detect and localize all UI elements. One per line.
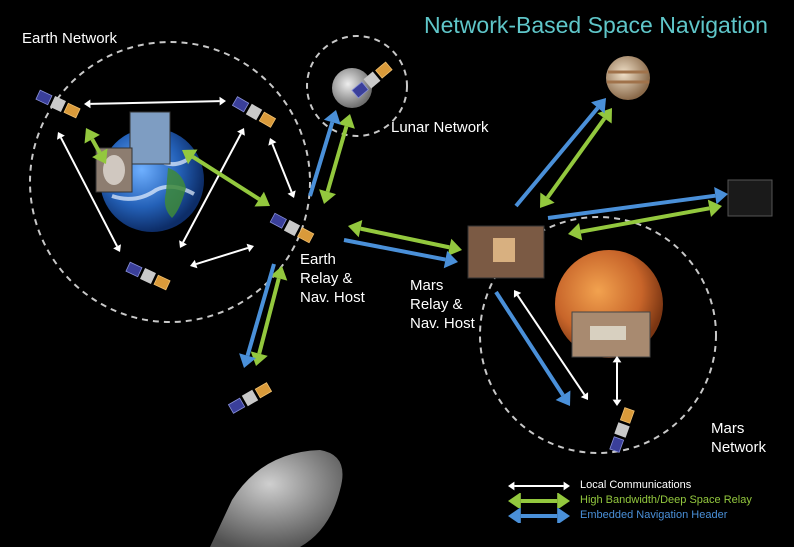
mars-host-line1: Mars	[410, 277, 444, 294]
earth-host-line2: Relay &	[300, 270, 353, 287]
legend-arrow-nav	[508, 508, 570, 523]
arrow-relay-5	[540, 108, 612, 208]
mars-network-label: Mars Network	[711, 419, 766, 457]
satellite-earth-relay	[269, 212, 315, 244]
legend-label-nav: Embedded Navigation Header	[580, 509, 728, 521]
legend-arrow-shape-local	[508, 481, 570, 491]
legend-swatch-relay	[508, 493, 570, 508]
mars-network-ring	[479, 216, 717, 454]
arrow-local-6	[513, 290, 589, 400]
arrow-local-5	[190, 243, 254, 269]
arrow-local-7	[612, 356, 622, 406]
arrow-relay-7	[250, 266, 288, 366]
arrow-local-2	[57, 132, 121, 252]
arrow-relay-2	[182, 149, 270, 207]
earth-network-ring	[29, 41, 311, 323]
arrow-nav-1	[308, 110, 341, 197]
arrow-local-3	[268, 138, 296, 198]
satellite-lunar	[351, 61, 393, 99]
asteroid	[210, 450, 343, 547]
earth-land	[164, 168, 186, 218]
arrow-nav-5	[239, 263, 276, 368]
legend-label-local: Local Communications	[580, 479, 692, 491]
arrows-layer	[57, 96, 728, 406]
mars-host-line3: Nav. Host	[410, 315, 475, 332]
satellite-mars-local	[609, 407, 635, 453]
earth-dish-icon	[103, 155, 125, 185]
legend-swatch-nav	[508, 508, 570, 523]
earth-ground-station-photo	[129, 111, 171, 165]
earth-host-line3: Nav. Host	[300, 289, 365, 306]
deep-space-probe	[727, 179, 773, 217]
satellite-earth-1	[35, 89, 81, 119]
arrow-local-4	[179, 128, 245, 248]
satellite-deep-space	[227, 382, 273, 414]
lunar-network-label: Lunar Network	[391, 119, 489, 136]
earth-host-label: Earth Relay & Nav. Host	[300, 250, 365, 307]
lunar-network-ring	[306, 35, 408, 137]
arrow-relay-1	[84, 128, 108, 164]
satellite-earth-2	[231, 96, 277, 128]
legend-arrow-shape-nav	[508, 508, 570, 523]
mars-rover-body	[590, 326, 626, 340]
moon-globe	[332, 68, 372, 108]
earth-host-line1: Earth	[300, 251, 336, 268]
legend-arrow-relay	[508, 493, 570, 508]
mars-relay-orbiter	[493, 238, 515, 262]
earth-network-label: Earth Network	[22, 30, 118, 47]
arrow-relay-6	[568, 199, 722, 241]
mars-network-line1: Mars	[711, 420, 745, 437]
jupiter-bands	[607, 70, 649, 84]
legend-arrow-shape-relay	[508, 493, 570, 508]
legend-label-relay: High Bandwidth/Deep Space Relay	[580, 494, 752, 506]
arrow-relay-4	[348, 220, 462, 256]
mars-network-line2: Network	[711, 439, 767, 456]
arrow-local-1	[84, 96, 226, 109]
arrow-nav-6	[494, 290, 571, 406]
arrow-nav-4	[547, 186, 728, 220]
arrow-nav-2	[343, 238, 458, 269]
arrow-relay-3	[319, 114, 355, 204]
diagram-title: Network-Based Space Navigation	[424, 12, 768, 38]
satellite-earth-3	[125, 261, 171, 291]
legend-swatch-local	[508, 481, 570, 491]
arrow-nav-3	[514, 98, 606, 208]
legend-arrow-local	[508, 481, 570, 491]
satellites-layer	[35, 61, 635, 453]
jupiter-globe	[606, 56, 650, 100]
mars-host-label: Mars Relay & Nav. Host	[410, 276, 475, 333]
mars-host-line2: Relay &	[410, 296, 463, 313]
